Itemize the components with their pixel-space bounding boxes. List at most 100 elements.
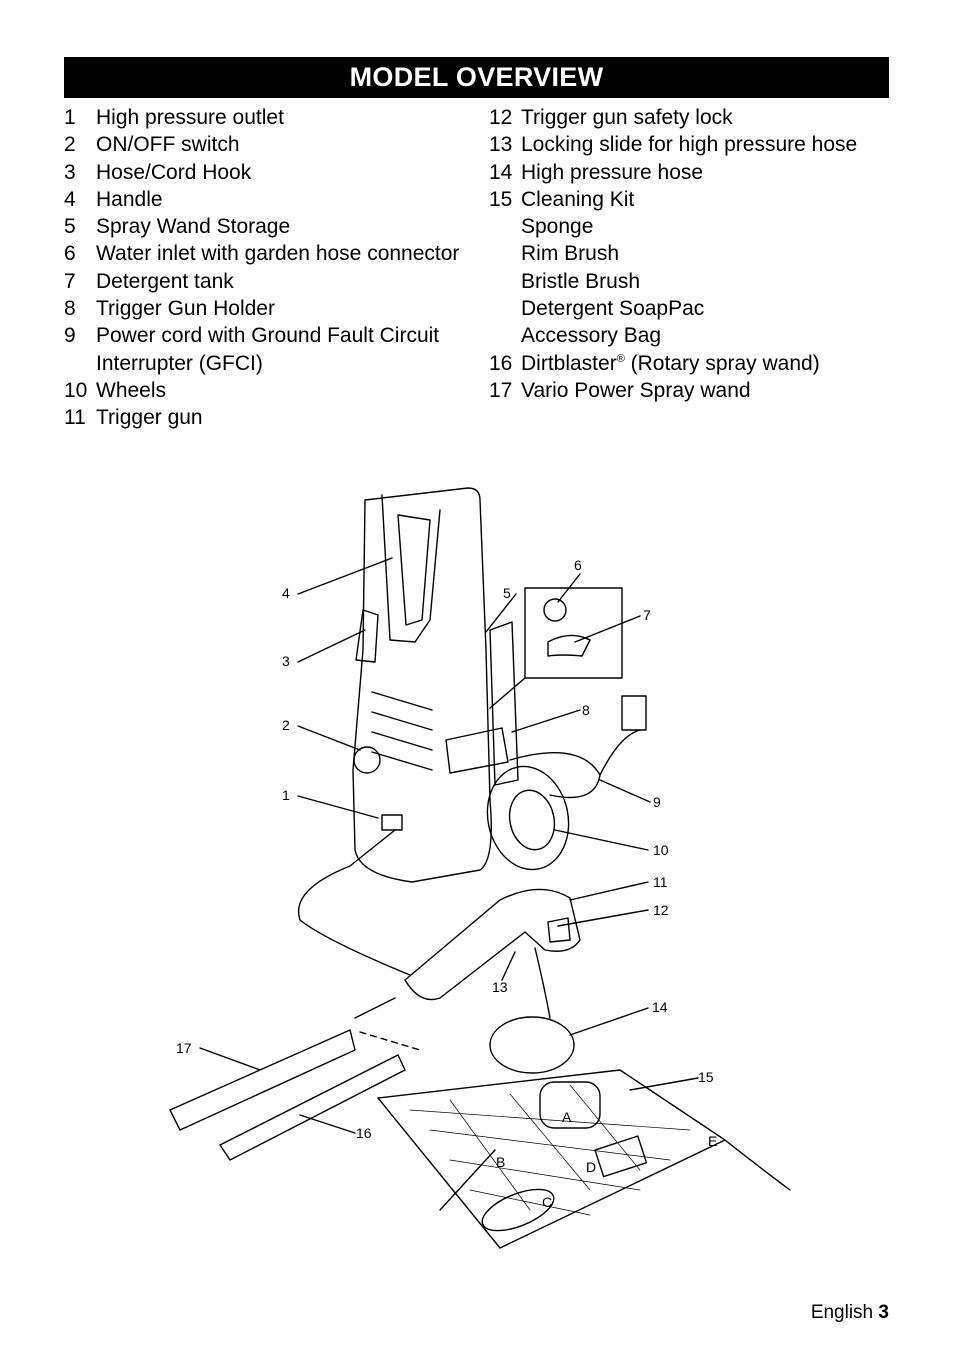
leader-line [297,795,379,819]
footer-language: English [810,1302,874,1323]
detergent-soappac [594,1135,648,1178]
callout-2: 2 [282,717,290,733]
item-number: 4 [64,187,76,211]
item-number: 10 [64,378,88,402]
leader-line [557,909,649,927]
detail-inset [524,587,623,679]
callout-5: 5 [503,585,511,601]
item-text: Trigger Gun Holder [96,297,275,321]
trigger-gun-holder [445,727,509,774]
title-bar: MODEL OVERVIEW [64,57,889,98]
item-text: Detergent tank [96,269,234,293]
item-text: Spray Wand Storage [96,215,291,239]
leader-line [297,629,366,663]
list-item: 10 Wheels [64,377,474,404]
item-number: 17 [489,378,513,402]
trigger-gun [404,888,581,1001]
high-pressure-outlet [381,814,403,831]
leader-line [554,829,649,851]
callout-b: B [496,1154,505,1170]
bag-drawstring [724,1139,791,1191]
vario-spray-wand [169,1029,356,1131]
callout-10: 10 [653,842,669,858]
leader-line [574,615,641,643]
handle-outline [381,494,441,643]
callout-e: E [708,1133,717,1149]
callout-15: 15 [698,1069,714,1085]
vent-slot [371,691,433,711]
item-name: Dirtblaster [521,351,617,375]
item-text: Power cord with Ground Fault Circuit Int… [96,324,440,375]
callout-14: 14 [652,999,668,1015]
item-number: 1 [64,106,76,129]
callout-4: 4 [282,585,290,601]
inset-pointer [489,677,526,709]
callout-13: 13 [492,979,508,995]
item-text: High pressure outlet [96,106,284,129]
item-text: Water inlet with garden hose connector [96,242,460,266]
cleaning-kit-item: Accessory Bag [521,324,662,348]
item-description: (Rotary spray wand) [624,351,820,375]
page-title: MODEL OVERVIEW [349,62,604,92]
leader-line [629,1077,699,1091]
item-text: Vario Power Spray wand [521,378,751,402]
callout-1: 1 [282,787,290,803]
hose-hook [355,609,379,663]
handle-cutout [397,514,431,626]
callout-17: 17 [176,1040,192,1056]
callout-11: 11 [653,874,668,890]
callout-3: 3 [282,653,290,669]
water-inlet [543,598,567,622]
leader-line [569,1007,649,1036]
cleaning-kit-item: Sponge [521,215,594,239]
item-text: Cleaning Kit [521,187,635,211]
item-text: Trigger gun safety lock [521,106,733,129]
wand-storage [489,621,519,786]
high-pressure-hose [534,947,551,1019]
item-text: Wheels [96,378,167,402]
leader-line [299,1114,356,1134]
callout-7: 7 [643,607,651,623]
bristle-brush [481,1188,555,1232]
list-item: 6 Water inlet with garden hose connector [64,240,474,267]
vent-slot [371,711,433,731]
item-number: 11 [64,406,86,430]
item-number: 6 [64,242,76,266]
list-item: 1 High pressure outlet [64,104,474,131]
high-pressure-hose-coil [489,1016,575,1074]
power-cord [509,729,641,799]
cleaning-kit-item: Detergent SoapPac [521,297,705,321]
leader-line [557,573,581,603]
item-number: 15 [489,187,513,211]
wheel-inner [508,789,556,851]
item-number: 9 [64,324,76,348]
page-number: 3 [878,1302,889,1323]
item-number: 13 [489,133,513,157]
accessory-bag [377,1069,726,1249]
callout-9: 9 [653,794,661,810]
leader-line [297,557,393,595]
leader-line [569,881,649,901]
rim-brush [439,1149,496,1211]
cleaning-kit-item: Rim Brush [521,242,620,266]
callout-8: 8 [582,702,590,718]
item-number: 16 [489,351,513,375]
wheel-outer [486,765,570,871]
sponge [539,1081,601,1129]
callout-16: 16 [356,1125,372,1141]
vent-slot [371,731,433,751]
leader-line [511,709,581,733]
washer-body [352,487,492,883]
